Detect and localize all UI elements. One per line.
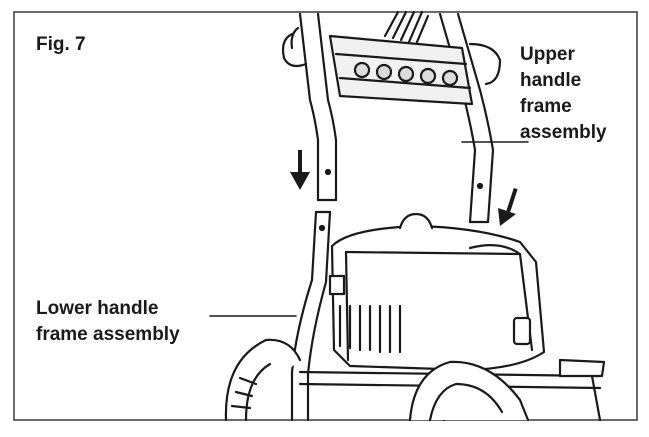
arrow-right-down [498,187,518,226]
upper-handle-frame-label: Upper handle frame assembly [520,42,640,146]
upper-label-line: handle [520,70,582,91]
rear-foot [558,358,606,422]
figure-number-label: Fig. 7 [36,34,86,55]
arrow-left-down [290,150,310,190]
upper-handle-frame [281,10,502,224]
motor-housing [328,212,546,372]
upper-label-line: assembly [520,122,607,143]
lower-label-line: Lower handle [36,298,159,319]
upper-label-line: frame [520,96,572,117]
left-wheel [224,338,302,422]
figure-border [13,11,638,421]
right-wheel [408,360,530,422]
lower-handle-frame-label: Lower handle frame assembly [36,296,236,348]
vent-slots [338,304,402,354]
nozzle-holders [353,61,459,87]
lower-label-line: frame assembly [36,324,180,345]
insertion-arrows [290,150,518,226]
upper-label-line: Upper [520,44,575,65]
